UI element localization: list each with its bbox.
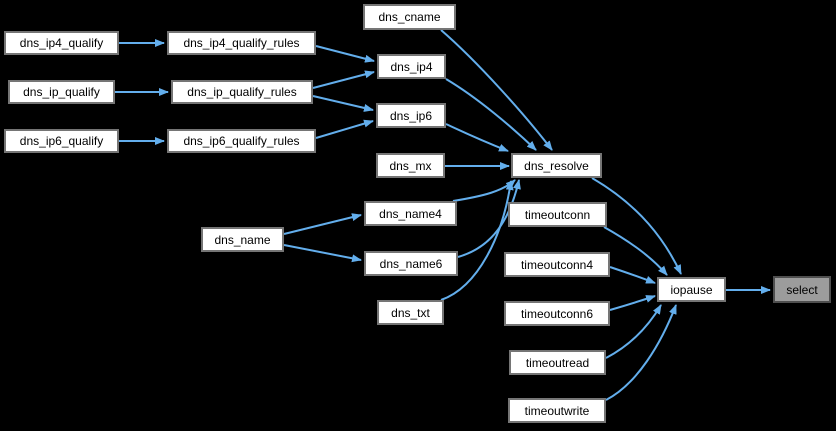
edge-timeoutread-to-iopause bbox=[605, 304, 662, 359]
node-dns_mx[interactable]: dns_mx bbox=[376, 153, 445, 178]
node-timeoutconn4[interactable]: timeoutconn4 bbox=[504, 252, 610, 277]
node-dns_ip6_qualify_rules[interactable]: dns_ip6_qualify_rules bbox=[167, 129, 316, 153]
node-timeoutconn6[interactable]: timeoutconn6 bbox=[504, 301, 610, 326]
node-dns_txt[interactable]: dns_txt bbox=[377, 300, 444, 325]
edge-timeoutconn6-to-iopause bbox=[609, 295, 656, 311]
node-dns_ip4[interactable]: dns_ip4 bbox=[377, 54, 446, 79]
edge-dns_name4-to-dns_resolve bbox=[452, 179, 516, 202]
edge-dns_name-to-dns_name4 bbox=[283, 213, 362, 235]
node-select: select bbox=[773, 276, 831, 303]
node-dns_name4[interactable]: dns_name4 bbox=[364, 201, 457, 226]
edge-dns_resolve-to-iopause bbox=[591, 177, 682, 275]
node-dns_ip_qualify_rules[interactable]: dns_ip_qualify_rules bbox=[171, 80, 313, 104]
node-dns_ip_qualify[interactable]: dns_ip_qualify bbox=[8, 80, 115, 104]
edge-dns_ip4-to-dns_resolve bbox=[445, 78, 537, 151]
node-dns_resolve[interactable]: dns_resolve bbox=[511, 153, 602, 178]
edge-dns_ip_qualify_rules-to-dns_ip4 bbox=[312, 70, 375, 89]
node-dns_name[interactable]: dns_name bbox=[201, 227, 284, 252]
edge-dns_ip_qualify_rules-to-dns_ip6 bbox=[312, 95, 374, 112]
edge-timeoutwrite-to-iopause bbox=[605, 304, 677, 401]
node-dns_name6[interactable]: dns_name6 bbox=[364, 251, 458, 276]
edge-timeoutconn4-to-iopause bbox=[609, 266, 656, 284]
node-dns_ip4_qualify[interactable]: dns_ip4_qualify bbox=[4, 31, 119, 55]
edge-dns_ip4_qualify_rules-to-dns_ip4 bbox=[315, 45, 375, 63]
edge-dns_name-to-dns_name6 bbox=[283, 244, 362, 263]
node-iopause[interactable]: iopause bbox=[657, 277, 726, 302]
node-dns_ip6[interactable]: dns_ip6 bbox=[376, 103, 446, 128]
node-dns_ip6_qualify[interactable]: dns_ip6_qualify bbox=[4, 129, 119, 153]
edge-dns_cname-to-dns_resolve bbox=[440, 29, 553, 151]
edge-timeoutconn-to-iopause bbox=[603, 226, 668, 276]
node-timeoutwrite[interactable]: timeoutwrite bbox=[508, 398, 606, 423]
edge-dns_ip6-to-dns_resolve bbox=[445, 123, 509, 152]
node-timeoutconn[interactable]: timeoutconn bbox=[508, 202, 607, 227]
node-timeoutread[interactable]: timeoutread bbox=[509, 350, 606, 375]
node-dns_ip4_qualify_rules[interactable]: dns_ip4_qualify_rules bbox=[167, 31, 316, 55]
edge-dns_txt-to-dns_resolve bbox=[440, 180, 514, 301]
edge-dns_ip6_qualify_rules-to-dns_ip6 bbox=[315, 119, 374, 139]
node-dns_cname[interactable]: dns_cname bbox=[363, 4, 456, 30]
